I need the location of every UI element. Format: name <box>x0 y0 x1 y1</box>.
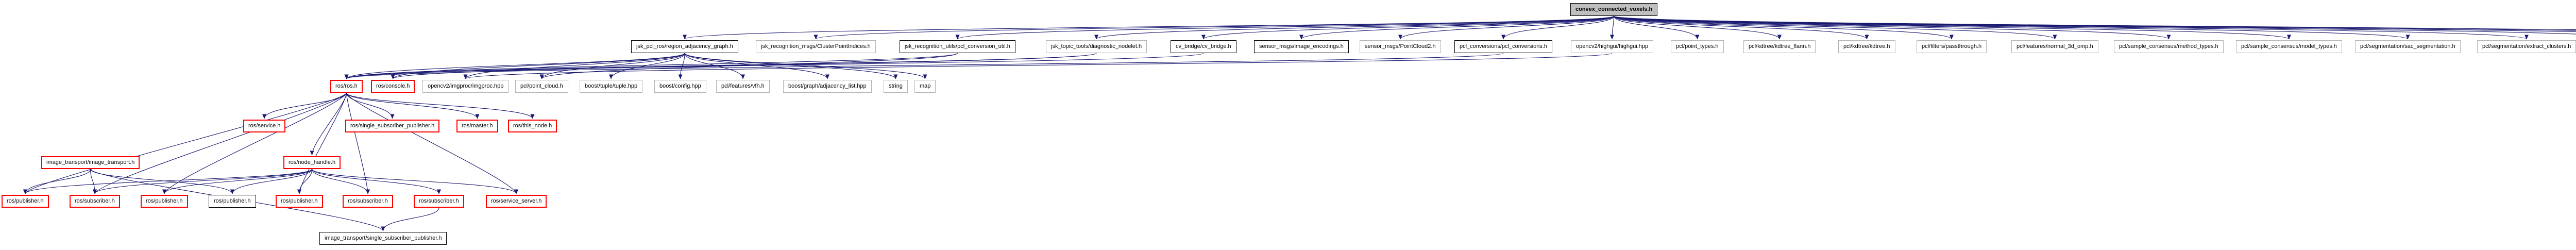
node-image-encodings[interactable]: sensor_msgs/image_encodings.h <box>1254 40 1349 53</box>
node-pcl-conversions[interactable]: pcl_conversions/pcl_conversions.h <box>1454 40 1552 53</box>
node-ros-service[interactable]: ros/service.h <box>243 120 286 132</box>
node-point-types: pcl/point_types.h <box>1671 40 1724 53</box>
node-boost-tuple: boost/tuple/tuple.hpp <box>580 80 643 93</box>
node-vfh: pcl/features/vfh.h <box>716 80 770 93</box>
node-ros-master[interactable]: ros/master.h <box>456 120 498 132</box>
node-normal-3d-omp: pcl/features/normal_3d_omp.h <box>2011 40 2098 53</box>
node-convex-connected-voxels: convex_connected_voxels.h <box>1570 3 1658 16</box>
node-ros-single-subscriber-publisher[interactable]: ros/single_subscriber_publisher.h <box>345 120 440 132</box>
node-boost-config: boost/config.hpp <box>654 80 706 93</box>
node-pcl-conversion-util[interactable]: jsk_recognition_utils/pcl_conversion_uti… <box>900 40 1015 53</box>
node-extract-clusters: pcl/segmentation/extract_clusters.h <box>2477 40 2576 53</box>
node-kdtree: pcl/kdtree/kdtree.h <box>1838 40 1895 53</box>
node-sac-segmentation: pcl/segmentation/sac_segmentation.h <box>2355 40 2461 53</box>
node-cluster-point-indices: jsk_recognition_msgs/ClusterPointIndices… <box>756 40 876 53</box>
node-map: map <box>914 80 936 93</box>
node-passthrough: pcl/filters/passthrough.h <box>1917 40 1987 53</box>
node-kdtree-flann: pcl/kdtree/kdtree_flann.h <box>1743 40 1816 53</box>
node-diagnostic-nodelet: jsk_topic_tools/diagnostic_nodelet.h <box>1046 40 1147 53</box>
node-ros-node-handle[interactable]: ros/node_handle.h <box>283 156 341 169</box>
node-ros-console[interactable]: ros/console.h <box>371 80 415 93</box>
node-point-cloud2: sensor_msgs/PointCloud2.h <box>1360 40 1441 53</box>
node-region-adjacency-graph[interactable]: jsk_pcl_ros/region_adjacency_graph.h <box>631 40 738 53</box>
node-ros-publisher-2[interactable]: ros/publisher.h <box>141 195 188 208</box>
node-ros-subscriber-3[interactable]: ros/subscriber.h <box>414 195 464 208</box>
node-image-transport[interactable]: image_transport/image_transport.h <box>41 156 140 169</box>
node-ros-subscriber-1[interactable]: ros/subscriber.h <box>70 195 120 208</box>
node-ros-publisher-4[interactable]: ros/publisher.h <box>276 195 323 208</box>
node-ros-publisher-3[interactable]: ros/publisher.h <box>209 195 256 208</box>
node-ros-this-node[interactable]: ros/this_node.h <box>508 120 557 132</box>
node-it-single-subscriber-publisher[interactable]: image_transport/single_subscriber_publis… <box>319 232 447 245</box>
node-ros-service-server[interactable]: ros/service_server.h <box>486 195 547 208</box>
node-ros-publisher-1[interactable]: ros/publisher.h <box>2 195 49 208</box>
node-model-types: pcl/sample_consensus/model_types.h <box>2236 40 2342 53</box>
node-boost-adjacency-list: boost/graph/adjacency_list.hpp <box>783 80 872 93</box>
node-pcl-point-cloud: pcl/point_cloud.h <box>515 80 568 93</box>
node-highgui: opencv2/highgui/highgui.hpp <box>1571 40 1654 53</box>
node-string: string <box>884 80 908 93</box>
node-method-types: pcl/sample_consensus/method_types.h <box>2114 40 2224 53</box>
node-ros-subscriber-2[interactable]: ros/subscriber.h <box>343 195 393 208</box>
node-imgproc: opencv2/imgproc/imgproc.hpp <box>422 80 509 93</box>
node-cv-bridge[interactable]: cv_bridge/cv_bridge.h <box>1171 40 1236 53</box>
node-ros-h[interactable]: ros/ros.h <box>330 80 363 93</box>
